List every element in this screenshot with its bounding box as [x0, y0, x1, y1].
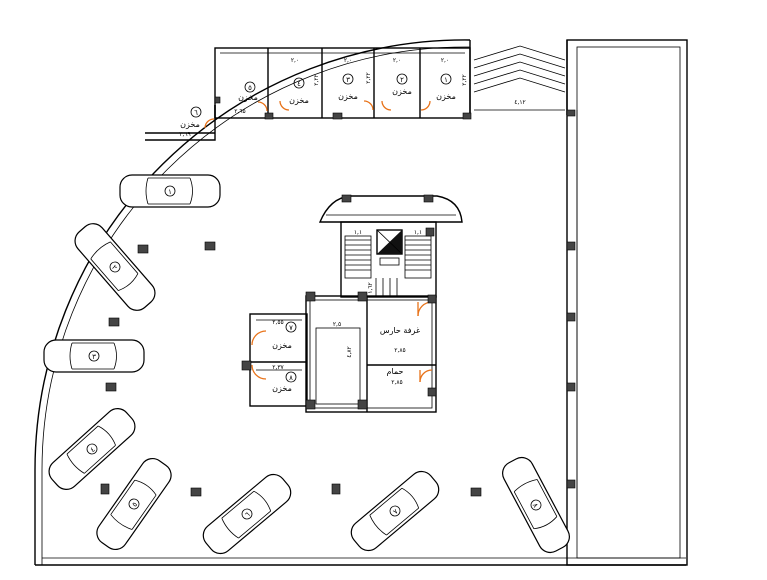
- car-7-number: ٧: [392, 507, 400, 516]
- store1-height-dim: ٢,٢٢: [461, 74, 468, 86]
- corridor-height-dim: ١,٦٢: [367, 282, 374, 294]
- car-2-number: ٢: [110, 264, 119, 272]
- store-2-number: ٢: [400, 76, 404, 84]
- store-4-label: مخزن: [289, 96, 309, 105]
- ramp-width-label: ٤,١٢: [514, 99, 526, 106]
- car-8-number: ٨: [531, 502, 540, 509]
- car-4-number: ٤: [89, 445, 97, 454]
- store-8-label: مخزن: [272, 384, 292, 393]
- store-top-dim-3: ٢,٠: [344, 57, 352, 64]
- store-2-label: مخزن: [392, 87, 412, 96]
- outer-boundary: [34, 39, 688, 566]
- car-3-number: ٣: [92, 353, 96, 361]
- store-5-label: مخزن: [238, 93, 258, 102]
- lobby-height-dim: ٤,٨٢: [346, 346, 353, 358]
- car-1-number: ١: [168, 188, 172, 196]
- store-5-number: ٥: [248, 84, 252, 92]
- store-8-number: ٨: [289, 374, 293, 382]
- store-4-number: ٤: [297, 80, 301, 88]
- store-1-label: مخزن: [436, 92, 456, 101]
- store-top-dim-2: ٢,٠: [393, 57, 401, 64]
- store6-width-dim: ٢,٦٥: [234, 108, 246, 115]
- store-7-number: ٧: [289, 324, 293, 332]
- car-6: ٦: [202, 473, 292, 555]
- store-7-label: مخزن: [272, 341, 292, 350]
- bathroom-label: حمام: [387, 367, 404, 376]
- car-5: ٥: [96, 457, 172, 551]
- store-3-label: مخزن: [338, 92, 358, 101]
- lobby-width-dim: ٢,٥: [333, 321, 341, 328]
- bathroom-width-dim: ٢,٨٥: [391, 379, 403, 386]
- store-top-dim-4: ٢,٠: [291, 57, 299, 64]
- top-storage-rooms: ٢,٦٩ ٢,٦٥ ٢,٢٢ ٢,٢٢ ٢,٢٢ ٢,٠ ٢,٠ ٢,٠ ٢,٠…: [145, 47, 576, 141]
- car-8: ٨: [502, 456, 570, 554]
- columns: [100, 241, 576, 497]
- car-5-number: ٥: [130, 501, 139, 509]
- guard-room-width-dim: ٢,٨٥: [394, 347, 406, 354]
- store-6-number: ٦: [194, 109, 198, 117]
- core-rooms: ٢,٥ ٤,٨٢ غرفة حارس ٢,٨٥ حمام ٢,٨٥ ٧ مخزن…: [241, 291, 437, 413]
- store6-corridor-dim: ٢,٦٩: [179, 131, 191, 138]
- store-6-label: مخزن: [180, 120, 200, 129]
- store-3-number: ٣: [346, 76, 350, 84]
- car-6-number: ٦: [244, 510, 252, 519]
- car-4: ٤: [48, 408, 136, 490]
- car-7: ٧: [350, 470, 440, 552]
- ramp: ٤,١٢: [469, 40, 568, 115]
- guard-room-label: غرفة حارس: [380, 326, 420, 335]
- store5-height-dim: ٢,٢٢: [313, 74, 320, 86]
- store3-height-dim: ٢,٢٢: [365, 72, 372, 84]
- store-1-number: ١: [444, 76, 448, 84]
- store-7-width-dim: ٢,٥٥: [272, 319, 284, 326]
- car-1: ١: [119, 174, 221, 208]
- car-3: ٣: [43, 339, 145, 373]
- store-top-dim-1: ٢,٠: [441, 57, 449, 64]
- car-2: ٢: [74, 223, 156, 311]
- stair-width-right: ١,١: [414, 229, 422, 236]
- stair-core: ١,١ ١,١ ١,٦٢: [318, 194, 463, 298]
- stair-width-left: ١,١: [354, 229, 362, 236]
- store-8-width-dim: ٢,٣٧: [272, 364, 284, 371]
